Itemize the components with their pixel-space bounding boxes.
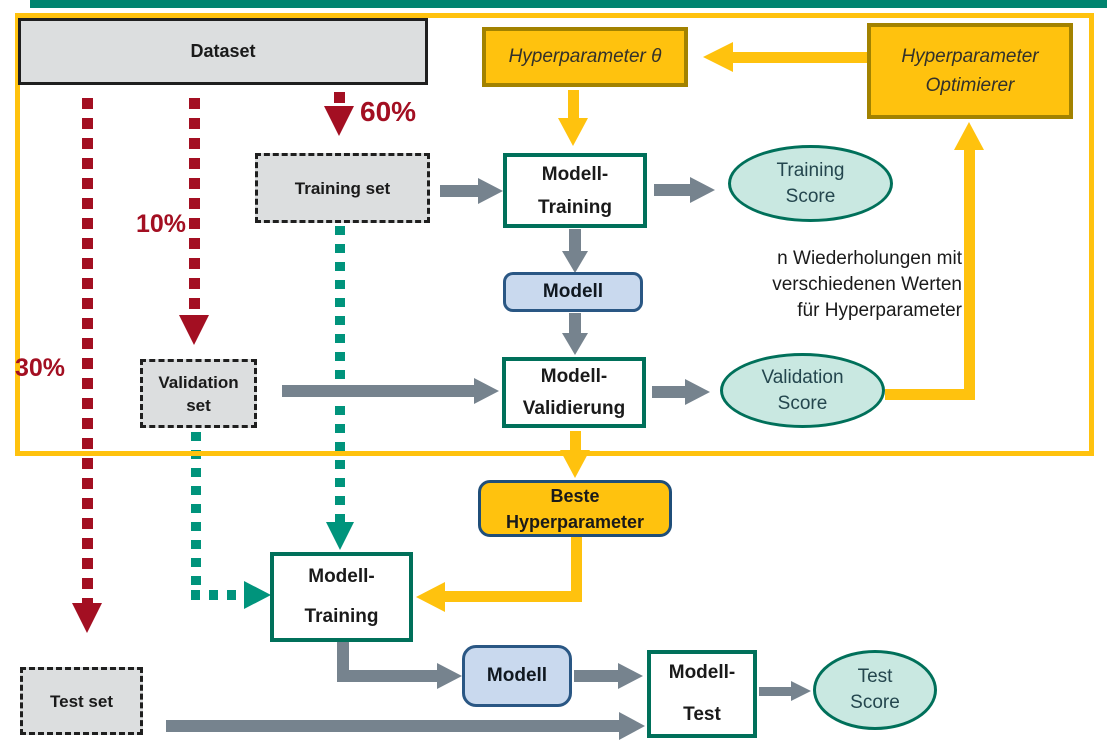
split-10-label: 10% xyxy=(136,210,187,238)
model-box-1: Modell xyxy=(503,272,643,312)
hyperparameter-optimizer-box: Hyperparameter Optimierer xyxy=(867,23,1073,119)
split-arrow-60-head xyxy=(324,106,354,136)
model-training-2-label-line2: Training xyxy=(304,606,379,627)
arrow-model2-modeltest xyxy=(574,670,618,682)
hyperparameter-theta-label: Hyperparameter θ xyxy=(508,46,662,67)
best-hyperparameter-label-line2: Hyperparameter xyxy=(505,511,645,532)
arrow-modeltraining2-model2-head xyxy=(437,663,462,689)
model-training-2-label-line1: Modell- xyxy=(308,566,375,587)
training-set-box: Training set xyxy=(255,153,430,223)
model-1-label: Modell xyxy=(542,281,604,302)
split-arrow-30-line xyxy=(82,98,93,603)
arrow-testset-modeltest xyxy=(166,720,619,732)
model-training-box-1: Modell- Training xyxy=(503,153,647,228)
arrow-modeltraining2-model2-hline xyxy=(337,670,437,682)
training-set-reuse-arrow-head xyxy=(326,522,354,550)
arrow-theta-modeltraining-line xyxy=(568,90,579,118)
arrow-validationset-modelvalidation xyxy=(282,385,474,397)
arrow-validationscore-optimizer-head xyxy=(954,122,984,150)
hyperparameter-loop-frame xyxy=(15,13,1094,456)
arrow-modeltraining-trainingscore xyxy=(654,184,690,196)
arrow-trainingset-modeltraining xyxy=(440,185,478,197)
arrow-optimizer-theta-head xyxy=(703,42,733,72)
arrow-validationset-modelvalidation-head xyxy=(474,378,499,404)
arrow-validationscore-optimizer-hline xyxy=(885,389,975,400)
validation-set-reuse-arrow-head xyxy=(244,581,271,609)
note-line1: n Wiederholungen mit xyxy=(777,248,962,269)
arrow-theta-modeltraining-head xyxy=(558,118,588,146)
arrow-modeltraining-model-head xyxy=(562,251,588,273)
arrow-modeltest-testscore-head xyxy=(791,681,811,701)
test-set-box: Test set xyxy=(20,667,143,735)
arrow-modelvalidation-validationscore xyxy=(652,386,685,398)
hyperparameter-theta-box: Hyperparameter θ xyxy=(482,27,688,87)
validation-score-ellipse: Validation Score xyxy=(720,353,885,428)
note-line2: verschiedenen Werten xyxy=(772,274,962,295)
arrow-modeltraining-model xyxy=(569,229,581,251)
arrow-model-modelvalidation xyxy=(569,313,581,333)
arrow-validation-besthyper-line xyxy=(570,431,581,450)
note-line3: für Hyperparameter xyxy=(797,300,962,321)
arrow-besthyper-modeltraining2-vline xyxy=(571,536,582,602)
training-set-label: Training set xyxy=(294,178,391,198)
validation-set-label-line2: set xyxy=(186,395,211,415)
arrow-model-modelvalidation-head xyxy=(562,333,588,355)
split-30-label: 30% xyxy=(15,354,66,382)
model-test-label-line1: Modell- xyxy=(668,662,736,683)
test-score-label-line2: Score xyxy=(850,692,900,713)
model-box-2: Modell xyxy=(462,645,572,707)
arrow-optimizer-theta-line xyxy=(733,52,867,63)
split-arrow-10-line xyxy=(189,98,200,315)
dataset-box: Dataset xyxy=(18,18,428,85)
split-arrow-60-line xyxy=(334,92,345,106)
validation-set-label-line1: Validation xyxy=(158,372,239,392)
model-validation-box: Modell- Validierung xyxy=(502,357,646,428)
model-test-label-line2: Test xyxy=(683,704,721,725)
test-set-label: Test set xyxy=(50,691,113,711)
best-hyperparameter-box: Beste Hyperparameter xyxy=(478,480,672,537)
arrow-modeltraining-trainingscore-head xyxy=(690,177,715,203)
hyperparameter-optimizer-label-line1: Hyperparameter xyxy=(901,46,1039,67)
arrow-modeltest-testscore xyxy=(759,687,791,696)
arrow-trainingset-modeltraining-head xyxy=(478,178,503,204)
training-score-ellipse: Training Score xyxy=(728,145,893,222)
validation-score-label-line2: Score xyxy=(777,392,828,414)
dataset-label: Dataset xyxy=(190,41,256,61)
best-hyperparameter-label-line1: Beste xyxy=(550,485,600,506)
model-training-1-label-line2: Training xyxy=(538,196,612,218)
arrow-testset-modeltest-head xyxy=(619,712,645,740)
validation-set-reuse-arrow-hline xyxy=(191,590,244,600)
validation-score-label-line1: Validation xyxy=(761,366,844,388)
test-score-ellipse: Test Score xyxy=(813,650,937,730)
model-validation-label-line1: Modell- xyxy=(540,365,608,387)
test-score-label-line1: Test xyxy=(857,666,893,687)
hyperparameter-optimizer-label-line2: Optimierer xyxy=(925,75,1015,96)
split-60-label: 60% xyxy=(360,96,417,127)
split-arrow-30-head xyxy=(72,603,102,633)
model-training-1-label-line1: Modell- xyxy=(541,163,609,185)
training-set-reuse-arrow-line xyxy=(335,226,345,522)
split-arrow-10-head xyxy=(179,315,209,345)
top-teal-rule xyxy=(30,0,1107,8)
model-validation-label-line2: Validierung xyxy=(522,397,626,419)
arrow-besthyper-modeltraining2-hline xyxy=(445,591,582,602)
arrow-besthyper-modeltraining2-head xyxy=(416,582,445,612)
training-score-label-line1: Training xyxy=(776,159,845,181)
model-test-box: Modell- Test xyxy=(647,650,757,738)
model-2-label: Modell xyxy=(486,665,548,686)
training-score-label-line2: Score xyxy=(785,185,836,207)
validation-set-reuse-arrow-vline xyxy=(191,432,201,590)
arrow-model2-modeltest-head xyxy=(618,663,643,689)
model-training-box-2: Modell- Training xyxy=(270,552,413,642)
validation-set-box: Validation set xyxy=(140,359,257,428)
arrow-modelvalidation-validationscore-head xyxy=(685,379,710,405)
arrow-validationscore-optimizer-vline xyxy=(964,150,975,400)
note-text: n Wiederholungen mit verschiedenen Werte… xyxy=(642,246,962,324)
